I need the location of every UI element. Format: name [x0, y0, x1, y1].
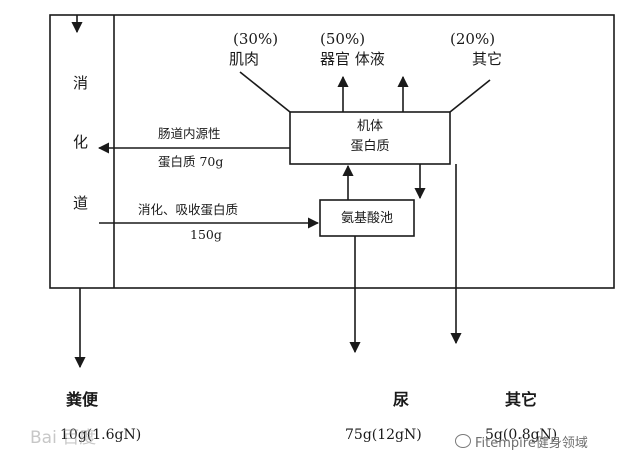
- wechat-icon: [455, 434, 471, 448]
- fitempire-watermark: Fitempire健身领域: [455, 434, 588, 450]
- digestive-char-3: 道: [73, 194, 89, 212]
- digestive-char-2: 化: [73, 133, 89, 151]
- urine-label: 尿: [393, 390, 410, 409]
- other-percent: (20%): [450, 30, 496, 48]
- feces-label: 粪便: [66, 390, 99, 409]
- amino-pool-label: 氨基酸池: [340, 211, 393, 226]
- absorbed-line2: 150g: [190, 227, 222, 242]
- endogenous-line2: 蛋白质 70g: [158, 154, 224, 169]
- body-protein-box-border: [289, 111, 451, 165]
- feces-value: 10g(1.6gN): [60, 427, 142, 443]
- digestive-char-1: 消: [73, 74, 89, 92]
- muscle-percent: (30%): [233, 30, 279, 48]
- other-link: [449, 79, 491, 113]
- urine-value: 75g(12gN): [345, 427, 422, 443]
- fitempire-watermark-text: Fitempire健身领域: [475, 436, 588, 451]
- body-protein-line1: 机体: [356, 119, 383, 134]
- muscle-link: [239, 71, 291, 113]
- endogenous-line1: 肠道内源性: [158, 126, 221, 141]
- body-protein-line2: 蛋白质: [350, 139, 390, 154]
- muscle-label: 肌肉: [229, 50, 260, 68]
- organs-fluid-label: 器官 体液: [320, 50, 385, 68]
- other-output-value: 5g(0.8gN): [485, 427, 558, 443]
- organs-percent: (50%): [320, 30, 366, 48]
- other-label: 其它: [472, 50, 503, 68]
- outer-frame: [49, 14, 615, 289]
- baidu-watermark: Bai 百度: [30, 428, 97, 448]
- absorbed-line1: 消化、吸收蛋白质: [138, 202, 239, 217]
- amino-pool-box-border: [319, 199, 415, 237]
- other-output-label: 其它: [505, 390, 538, 409]
